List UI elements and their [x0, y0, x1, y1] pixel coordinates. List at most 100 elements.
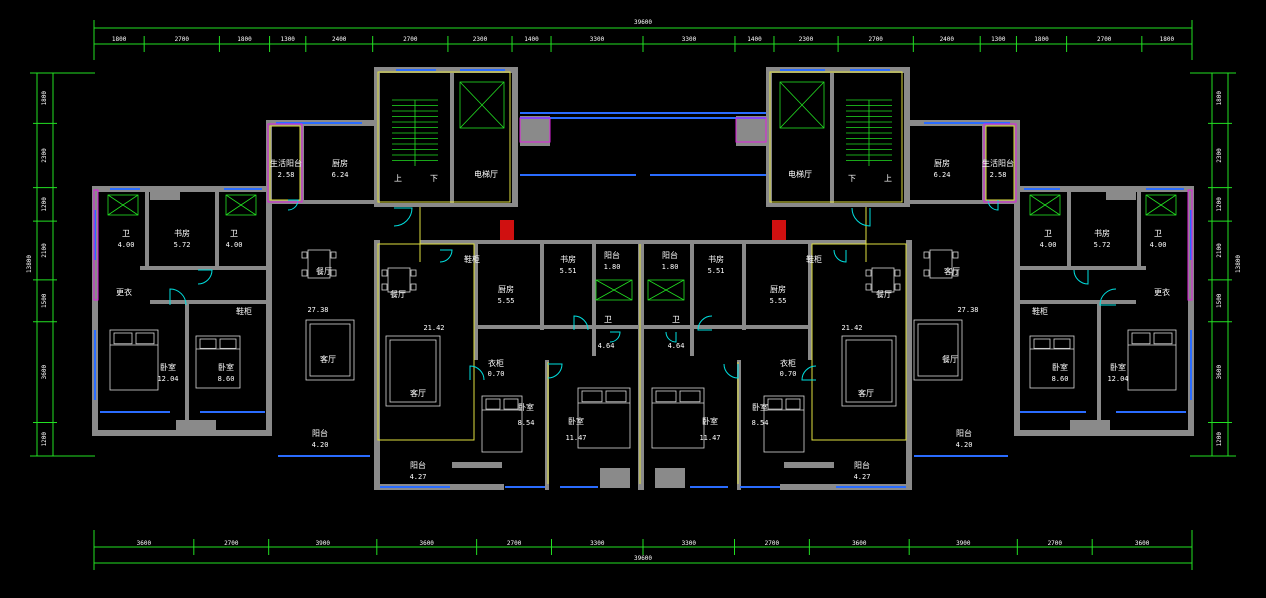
dimension-label: 2400 [332, 36, 347, 43]
sofa [385, 335, 441, 407]
dimension-label: 1200 [1216, 432, 1223, 447]
room-area: 5.72 [174, 241, 191, 249]
room-area: 4.27 [854, 473, 871, 481]
dimension-label: 2700 [403, 36, 418, 43]
room-area: 1.80 [662, 263, 679, 271]
dimension-label: 3300 [682, 36, 697, 43]
room-name: 客厅 [410, 388, 426, 398]
stair-up-label: 上 [884, 174, 892, 183]
dimension-label: 2100 [41, 243, 48, 258]
overall-dimension-top: 39600 [634, 19, 652, 26]
room-name: 鞋柜 [1032, 306, 1048, 316]
room-name: 卧室 [702, 416, 718, 426]
dimension-label: 1300 [280, 36, 295, 43]
door-swing [169, 288, 187, 306]
room-name: 衣柜 [488, 358, 504, 368]
room-name: 卧室 [568, 416, 584, 426]
door-swing [1099, 288, 1117, 306]
room-area: 27.38 [957, 306, 978, 314]
room-name: 餐厅 [876, 290, 892, 299]
dimension-label: 3300 [590, 36, 605, 43]
room-name: 阳台 [662, 250, 678, 260]
room-area: 1.80 [604, 263, 621, 271]
room-area: 21.42 [423, 324, 444, 332]
room-name: 客厅 [858, 388, 874, 398]
door-swing [1073, 269, 1089, 285]
room-name: 厨房 [498, 284, 514, 294]
dimension-label: 3600 [1135, 540, 1150, 547]
room-name: 鞋柜 [464, 254, 480, 264]
dimension-label: 3300 [682, 540, 697, 547]
room-name: 书房 [174, 228, 190, 238]
room-name: 生活阳台 [982, 158, 1014, 168]
room-name: 厨房 [770, 284, 786, 294]
door-swing [697, 315, 713, 331]
furniture [109, 249, 1177, 453]
bed [1127, 329, 1177, 391]
room-name: 餐厅 [942, 355, 958, 364]
dimension-label: 1400 [524, 36, 539, 43]
bed [763, 395, 805, 453]
overall-dimension-bottom: 39600 [634, 555, 652, 562]
room-name: 阳台 [312, 428, 328, 438]
dimension-label: 3600 [852, 540, 867, 547]
dimension-label: 2400 [940, 36, 955, 43]
overall-dimension-right: 13800 [1235, 255, 1242, 273]
room-name: 卫 [122, 229, 130, 238]
room-name: 卫 [604, 315, 612, 324]
room-name: 卫 [1154, 229, 1162, 238]
room-name: 卧室 [1052, 362, 1068, 372]
room-name: 阳台 [956, 428, 972, 438]
dimension-label: 1500 [1216, 293, 1223, 308]
room-name: 阳台 [854, 460, 870, 470]
sofa [841, 335, 897, 407]
dining-table [929, 249, 953, 279]
dining-table [387, 267, 411, 293]
room-area: 11.47 [699, 434, 720, 442]
dimension-label: 3600 [41, 364, 48, 379]
door-swing [987, 199, 999, 211]
room-name: 更衣 [116, 287, 132, 297]
door-swing [393, 207, 413, 227]
dimension-label: 3600 [419, 540, 434, 547]
dining-table [871, 267, 895, 293]
bed [1029, 335, 1075, 389]
room-area: 0.70 [488, 370, 505, 378]
room-area: 8.60 [1052, 375, 1069, 383]
door-swing [609, 331, 621, 343]
room-name: 电梯厅 [788, 169, 812, 179]
dimension-label: 3600 [137, 540, 152, 547]
dimension-label: 2100 [1216, 243, 1223, 258]
dimension-label: 2700 [507, 540, 522, 547]
dimension-label: 1300 [991, 36, 1006, 43]
room-name: 客厅 [944, 266, 960, 276]
dimension-label: 1800 [1160, 36, 1175, 43]
room-name: 鞋柜 [236, 306, 252, 316]
door-swing [665, 331, 677, 343]
room-area: 4.00 [226, 241, 243, 249]
bed [651, 387, 705, 449]
stair-and-elevators [107, 81, 1177, 301]
dimension-label: 1400 [747, 36, 762, 43]
room-name: 生活阳台 [270, 158, 302, 168]
door-swing [801, 365, 817, 381]
room-name: 卧室 [1110, 362, 1126, 372]
room-area: 4.00 [118, 241, 135, 249]
dimension-label: 2700 [1048, 540, 1063, 547]
dimension-label: 2700 [1097, 36, 1112, 43]
bed [577, 387, 631, 449]
dimension-label: 1800 [112, 36, 127, 43]
room-area: 11.47 [565, 434, 586, 442]
bed [481, 395, 523, 453]
dimension-label: 2300 [41, 148, 48, 163]
room-name: 卧室 [160, 362, 176, 372]
stair-down-label: 下 [848, 174, 856, 183]
room-name: 卧室 [518, 402, 534, 412]
dimension-label: 1800 [237, 36, 252, 43]
room-name: 厨房 [934, 158, 950, 168]
room-name: 卧室 [752, 402, 768, 412]
